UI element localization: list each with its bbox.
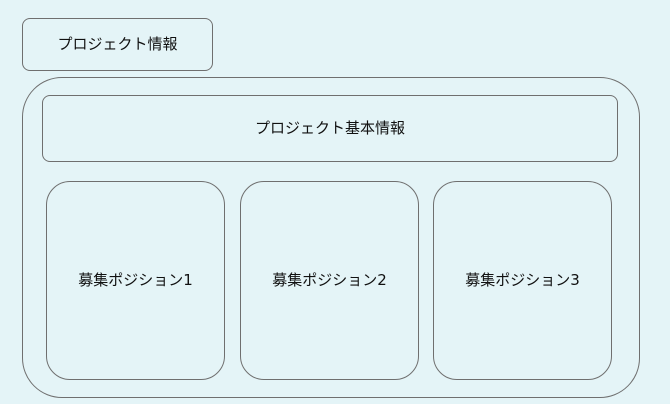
recruit-position-card: 募集ポジション3	[433, 181, 612, 380]
project-info-label: プロジェクト情報	[57, 35, 178, 53]
recruit-position-label: 募集ポジション2	[272, 271, 387, 289]
recruit-position-label: 募集ポジション1	[78, 271, 193, 289]
project-info-container	[22, 77, 640, 398]
recruit-position-label: 募集ポジション3	[465, 271, 580, 289]
project-info-tab: プロジェクト情報	[22, 18, 213, 71]
project-basic-info-label: プロジェクト基本情報	[254, 119, 405, 137]
recruit-position-card: 募集ポジション1	[46, 181, 225, 380]
project-basic-info-box: プロジェクト基本情報	[42, 95, 618, 162]
recruit-position-card: 募集ポジション2	[240, 181, 419, 380]
